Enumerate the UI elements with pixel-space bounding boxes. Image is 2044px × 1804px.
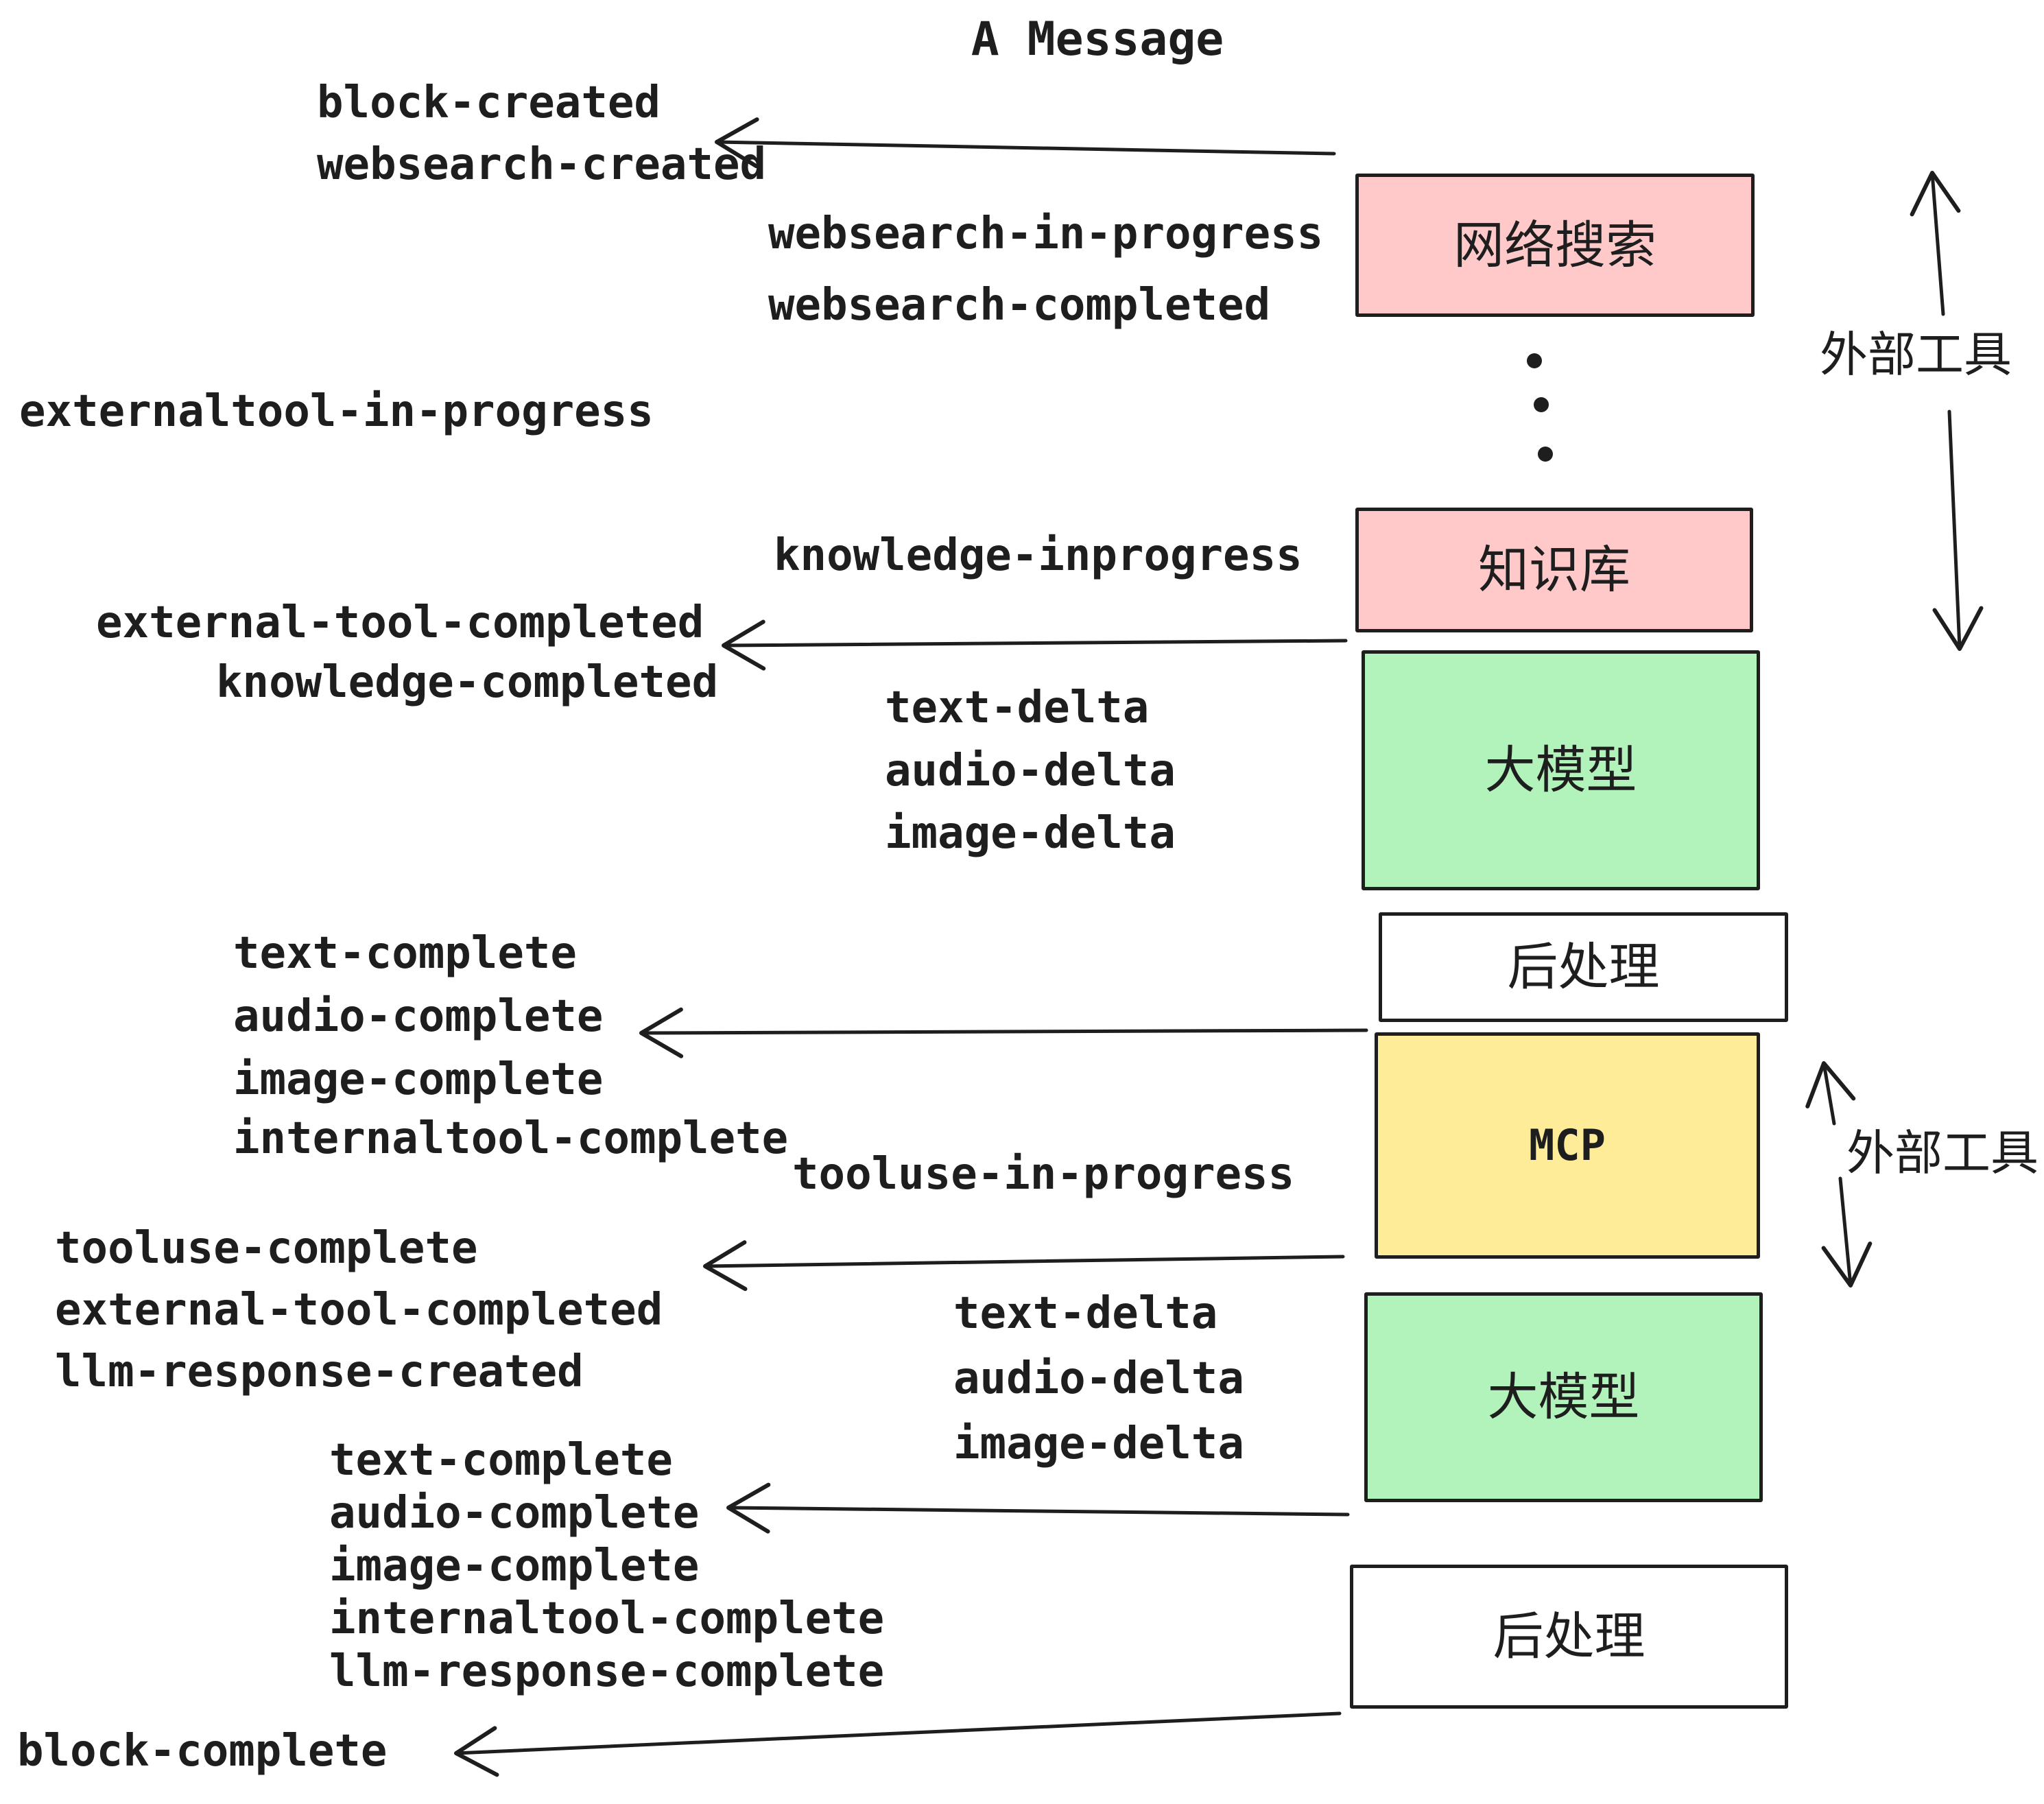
- event-image-complete: image-complete: [233, 1054, 604, 1105]
- box-websearch-label: 网络搜索: [1453, 216, 1656, 274]
- box-postprocess-2-label: 后处理: [1493, 1608, 1645, 1665]
- event-websearch-completed: websearch-completed: [768, 280, 1271, 331]
- box-llm-2: 大模型: [1364, 1292, 1763, 1502]
- arrow-tooluse-complete: [703, 1240, 1345, 1292]
- ellipsis-dots: [1527, 353, 1553, 462]
- external-tools-label-2: 外部工具: [1846, 1126, 2039, 1180]
- event-audio-complete-2: audio-complete: [329, 1488, 700, 1539]
- box-llm-1-label: 大模型: [1484, 741, 1637, 798]
- event-llm-response-created: llm-response-created: [55, 1346, 584, 1397]
- arrow-audio-complete-2: [726, 1482, 1350, 1534]
- event-internaltool-complete-2: internaltool-complete: [329, 1593, 885, 1644]
- box-mcp-label: MCP: [1529, 1120, 1606, 1170]
- event-audio-delta-2: audio-delta: [953, 1353, 1244, 1404]
- diagram-title: A Message: [971, 12, 1224, 67]
- event-tooluse-complete: tooluse-complete: [55, 1223, 478, 1274]
- box-postprocess-1: 后处理: [1379, 912, 1788, 1022]
- event-image-delta: image-delta: [885, 808, 1176, 859]
- box-knowledge-base-label: 知识库: [1478, 541, 1630, 598]
- box-knowledge-base: 知识库: [1355, 508, 1753, 632]
- event-text-delta-2: text-delta: [953, 1288, 1218, 1339]
- event-knowledge-inprogress: knowledge-inprogress: [774, 530, 1303, 581]
- event-llm-response-complete: llm-response-complete: [329, 1646, 885, 1697]
- box-llm-2-label: 大模型: [1487, 1368, 1640, 1425]
- event-audio-delta: audio-delta: [885, 746, 1176, 796]
- external-tools-2-down-arrow: [1821, 1176, 1873, 1287]
- event-text-delta: text-delta: [885, 683, 1150, 733]
- event-websearch-in-progress: websearch-in-progress: [768, 209, 1324, 259]
- event-externaltool-in-progress: externaltool-in-progress: [19, 386, 654, 437]
- arrow-image-complete: [639, 1007, 1368, 1058]
- box-postprocess-2: 后处理: [1350, 1565, 1788, 1709]
- external-tools-2-up-arrow: [1805, 1061, 1856, 1126]
- event-text-complete-2: text-complete: [329, 1435, 673, 1486]
- external-tools-1-up-arrow: [1910, 171, 1961, 316]
- arrow-knowledge-completed: [722, 619, 1348, 671]
- box-websearch: 网络搜索: [1355, 174, 1755, 317]
- event-block-created: block-created: [317, 78, 661, 128]
- box-postprocess-1-label: 后处理: [1507, 938, 1660, 995]
- box-llm-1: 大模型: [1362, 650, 1760, 890]
- event-audio-complete: audio-complete: [233, 991, 604, 1042]
- arrow-block-complete: [454, 1711, 1342, 1777]
- arrow-websearch-created: [715, 117, 1336, 169]
- event-image-complete-2: image-complete: [329, 1541, 700, 1591]
- event-text-complete: text-complete: [233, 928, 577, 979]
- box-mcp: MCP: [1375, 1032, 1760, 1259]
- event-external-tool-completed: external-tool-completed: [96, 597, 704, 648]
- event-image-delta-2: image-delta: [953, 1419, 1244, 1469]
- event-block-complete: block-complete: [17, 1726, 388, 1777]
- event-knowledge-completed: knowledge-completed: [216, 657, 719, 708]
- event-external-tool-completed-2: external-tool-completed: [55, 1285, 663, 1336]
- event-websearch-created: websearch-created: [317, 139, 767, 190]
- external-tools-label-1: 外部工具: [1820, 328, 2012, 381]
- event-tooluse-in-progress: tooluse-in-progress: [792, 1149, 1295, 1200]
- event-internaltool-complete: internaltool-complete: [233, 1113, 789, 1164]
- external-tools-1-down-arrow: [1932, 410, 1984, 651]
